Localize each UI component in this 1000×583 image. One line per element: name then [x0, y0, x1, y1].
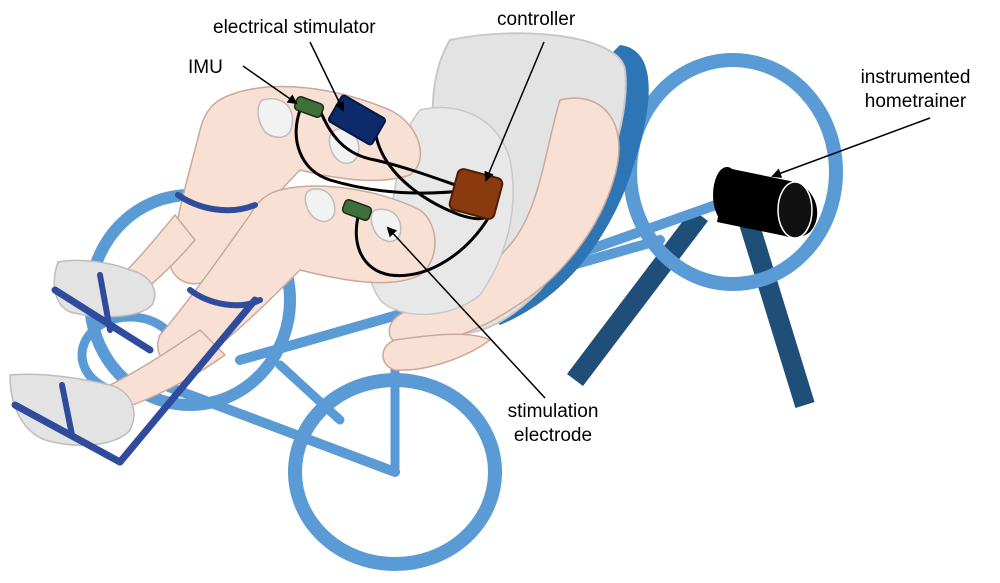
arrow-stimulation-electrode: [386, 226, 546, 399]
label-hometrainer-line1: instrumented: [860, 67, 971, 88]
leg-straps: [175, 192, 263, 309]
arrow-controller: [484, 41, 545, 182]
arrow-imu: [242, 65, 298, 105]
hometrainer-stand: [567, 207, 815, 408]
label-imu: IMU: [188, 57, 223, 78]
shoe-lower: [9, 373, 135, 446]
hand: [382, 333, 492, 371]
hometrainer-roller: [713, 167, 818, 239]
cables: [294, 108, 492, 278]
pointer-arrows: [242, 41, 931, 399]
label-electrical-stimulator: electrical stimulator: [213, 17, 376, 38]
label-electrode-line1: stimulation: [507, 401, 599, 422]
label-stimulation-electrode: stimulation electrode: [488, 400, 618, 448]
seat-frame: [485, 45, 649, 325]
label-hometrainer-line2: hometrainer: [864, 91, 967, 112]
arrow-hometrainer: [771, 117, 931, 178]
label-controller: controller: [497, 9, 576, 30]
label-electrode-line2: electrode: [513, 425, 593, 446]
pedals: [11, 272, 259, 466]
imu-sensors: [293, 96, 373, 221]
label-instrumented-hometrainer: instrumented hometrainer: [838, 66, 993, 114]
arrow-electrical-stimulator: [309, 41, 345, 112]
thigh-lower: [157, 185, 436, 367]
